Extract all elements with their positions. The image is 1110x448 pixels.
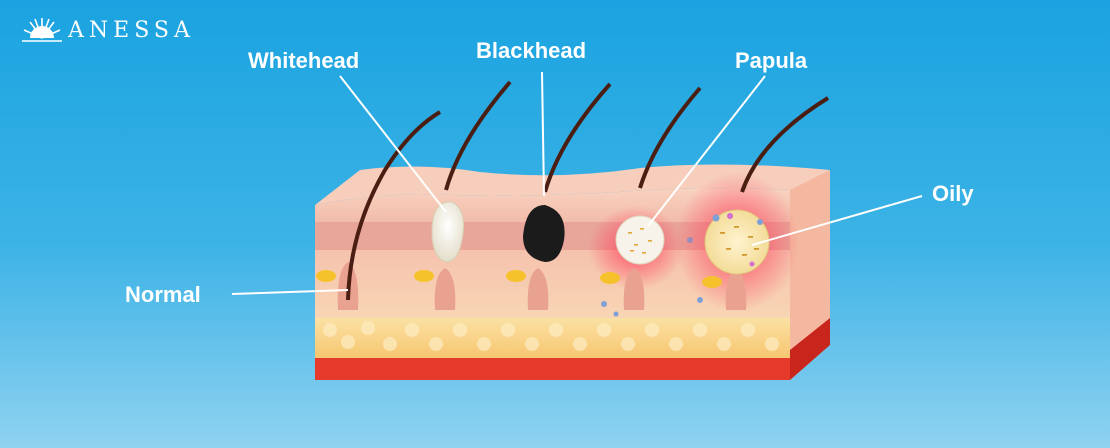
leader-blackhead xyxy=(541,71,545,197)
follicle-whitehead xyxy=(414,80,512,310)
follicle-papula xyxy=(588,86,702,317)
follicle-blackhead xyxy=(506,82,612,310)
leader-whitehead xyxy=(339,75,447,213)
base-layer xyxy=(315,358,790,380)
follicle-normal xyxy=(316,110,442,310)
label-whitehead: Whitehead xyxy=(248,48,360,73)
label-papula: Papula xyxy=(735,48,808,73)
label-oily: Oily xyxy=(932,181,974,206)
label-blackhead: Blackhead xyxy=(476,38,587,63)
leader-lines xyxy=(231,71,923,295)
leader-normal xyxy=(231,289,349,295)
whitehead-plug xyxy=(431,201,465,263)
fat-cells xyxy=(323,321,779,351)
label-normal: Normal xyxy=(125,282,201,307)
oily-cyst xyxy=(704,209,770,275)
brand-logo: ANESSA xyxy=(22,14,195,46)
sun-logo-icon xyxy=(22,18,62,42)
papula-pustule xyxy=(615,215,665,265)
leader-papula xyxy=(647,75,766,227)
brand-name: ANESSA xyxy=(68,17,195,43)
blackhead-plug xyxy=(523,205,565,262)
skin-surface-top xyxy=(315,164,830,205)
leader-oily xyxy=(751,195,923,246)
skin-block-side-base xyxy=(790,318,830,380)
follicle-oily xyxy=(675,96,830,312)
